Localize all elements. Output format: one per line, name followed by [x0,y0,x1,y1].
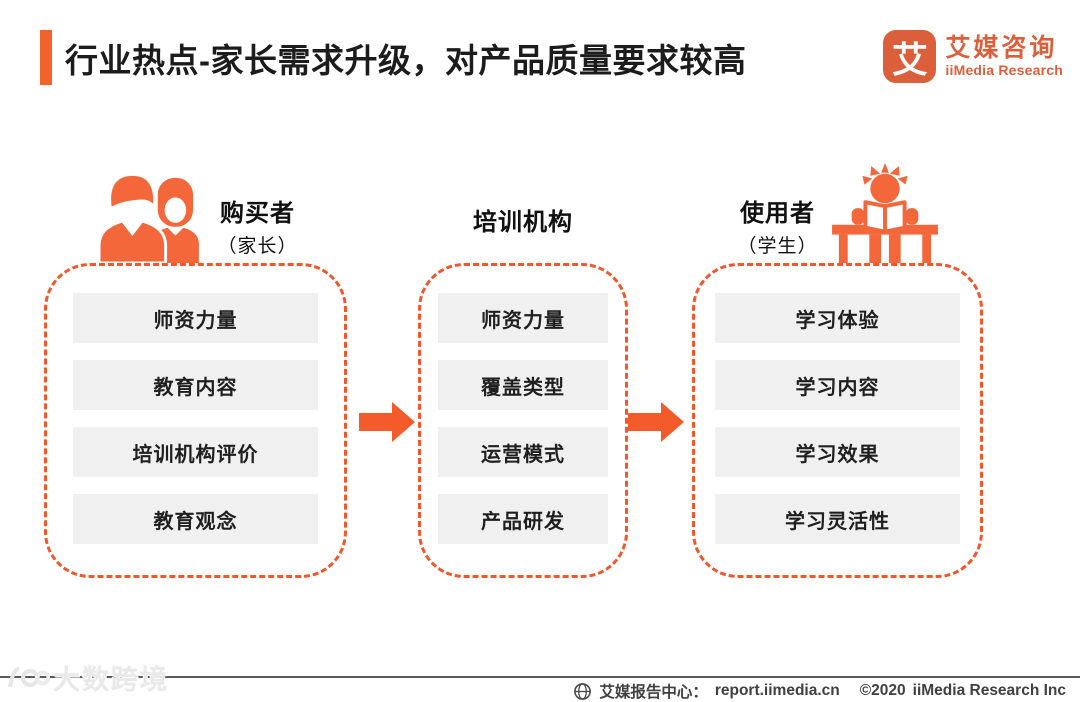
list-item: 运营模式 [438,427,608,477]
title-accent-bar [40,30,52,85]
footer-copyright: ©2020 [859,682,906,699]
student-at-desk-icon [831,163,938,263]
footer-url: report.iimedia.cn [714,682,840,699]
column-institution-header: 培训机构 [418,160,628,263]
footer: 艾媒报告中心： report.iimedia.cn ©2020 iiMedia … [573,680,1066,702]
list-item: 培训机构评价 [73,427,318,477]
column-user-box: 学习体验 学习内容 学习效果 学习灵活性 [692,263,983,578]
column-buyer-title: 购买者 [219,200,295,227]
page-title: 行业热点-家长需求升级，对产品质量要求较高 [65,41,747,79]
column-user-title: 使用者 [739,200,815,227]
list-item: 师资力量 [73,293,318,343]
footer-company: iiMedia Research Inc [912,682,1066,699]
logo-mark-icon: 艾 [883,30,937,83]
column-institution-title-block: 培训机构 [473,202,573,242]
column-institution-box: 师资力量 覆盖类型 运营模式 产品研发 [418,263,628,578]
list-item: 覆盖类型 [438,360,608,410]
column-buyer-title-block: 购买者 （家长） [217,193,297,263]
flow-arrow-right-icon [628,402,684,442]
column-buyer-box: 师资力量 教育内容 培训机构评价 教育观念 [44,263,347,578]
list-item: 学习内容 [715,360,960,410]
globe-icon [574,682,592,700]
arrow-head [661,402,684,442]
logo-name-cn: 艾媒咨询 [945,33,1058,62]
column-institution: 培训机构 师资力量 覆盖类型 运营模式 产品研发 [418,160,628,578]
list-item: 师资力量 [438,293,608,343]
watermark-text: 大数跨境 [53,665,169,695]
column-user-title-block: 使用者 （学生） [737,193,817,263]
list-item: 产品研发 [438,494,608,544]
logo-name-en: iiMedia Research [945,62,1063,79]
list-item: 教育观念 [73,494,318,544]
list-item: 学习灵活性 [715,494,960,544]
list-item: 学习效果 [715,427,960,477]
column-buyer: 购买者 （家长） 师资力量 教育内容 培训机构评价 教育观念 [44,160,347,578]
page-title-row: 行业热点-家长需求升级，对产品质量要求较高 [40,30,747,85]
list-item: 教育内容 [73,360,318,410]
column-user-header: 使用者 （学生） [692,160,983,263]
list-item: 学习体验 [715,293,960,343]
column-user-subtitle: （学生） [737,236,818,257]
column-buyer-header: 购买者 （家长） [44,160,347,263]
parents-icon [98,173,200,263]
arrow-head [392,402,415,442]
column-institution-title: 培训机构 [473,209,573,236]
column-buyer-subtitle: （家长） [217,236,298,257]
company-logo: 艾 艾媒咨询 iiMedia Research [883,30,1063,83]
column-user: 使用者 （学生） 学习体验 学习内容 学习效果 学习灵活性 [692,160,983,578]
flow-arrow-right-icon [359,402,415,442]
arrow-shaft [359,413,392,431]
watermark-logo-icon [8,666,50,687]
arrow-shaft [628,413,661,431]
logo-text: 艾媒咨询 iiMedia Research [945,33,1063,79]
footer-source-label: 艾媒报告中心： [599,684,708,701]
watermark: 大数跨境 [4,658,169,697]
footer-divider [0,676,1080,678]
